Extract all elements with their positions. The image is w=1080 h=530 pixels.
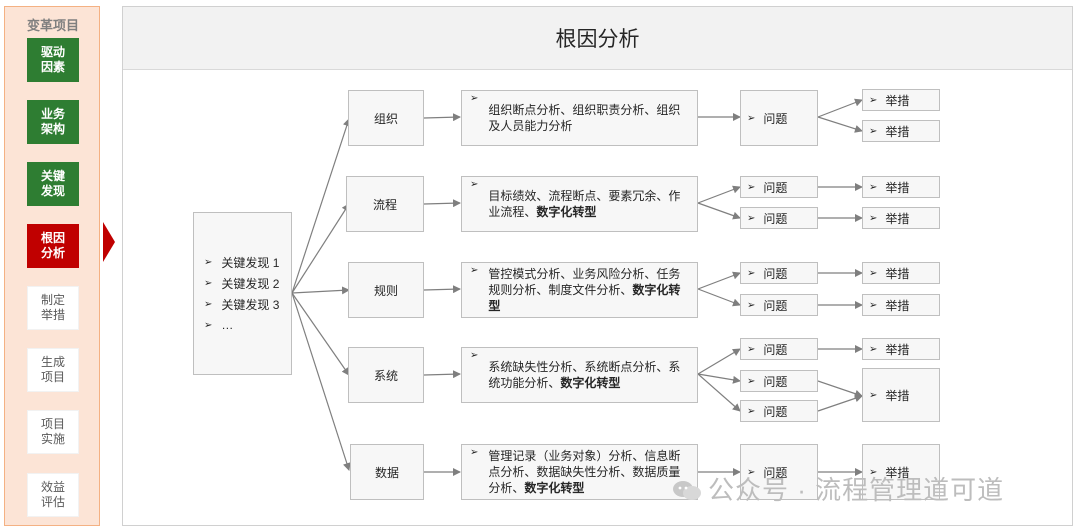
stage-root-cause-analysis[interactable]: 根因 分析: [27, 224, 79, 268]
issue-box: ➢问题: [740, 370, 818, 392]
stage-define-measures[interactable]: 制定 举措: [27, 286, 79, 330]
issue-box: ➢问题: [740, 444, 818, 500]
measure-box: ➢举措: [862, 368, 940, 422]
wechat-icon: [673, 481, 701, 500]
measure-box: ➢举措: [862, 89, 940, 111]
stage-drivers[interactable]: 驱动 因素: [27, 38, 79, 82]
finding-item: ➢关键发现 1: [204, 255, 280, 270]
measure-box: ➢举措: [862, 294, 940, 316]
measure-box: ➢举措: [862, 176, 940, 198]
issue-box: ➢问题: [740, 338, 818, 360]
issue-box: ➢问题: [740, 207, 818, 229]
current-stage-pointer-icon: [103, 222, 115, 262]
measure-box: ➢举措: [862, 444, 940, 500]
sidebar-title: 变革项目: [26, 18, 79, 33]
desc-system: ➢系统缺失性分析、系统断点分析、系统功能分析、数字化转型: [461, 347, 698, 403]
watermark: 公众号 · 流程管理道可道: [672, 470, 1004, 507]
desc-data: ➢管理记录（业务对象）分析、信息断点分析、数据缺失性分析、数据质量分析、数字化转…: [461, 444, 698, 500]
panel-title: 根因分析: [123, 7, 1072, 70]
dimension-system: 系统: [348, 347, 424, 403]
dimension-rules: 规则: [348, 262, 424, 318]
stage-key-findings[interactable]: 关键 发现: [27, 162, 79, 206]
project-stage-sidebar: 变革项目 驱动 因素 业务 架构 关键 发现 根因 分析 制定 举措 生成 项目…: [4, 6, 100, 526]
issue-box: ➢问题: [740, 90, 818, 146]
measure-box: ➢举措: [862, 207, 940, 229]
stage-business-architecture[interactable]: 业务 架构: [27, 100, 79, 144]
key-findings-box: ➢关键发现 1 ➢关键发现 2 ➢关键发现 3 ➢…: [193, 212, 292, 375]
finding-item: ➢关键发现 2: [204, 276, 280, 291]
stage-benefit-evaluation[interactable]: 效益 评估: [27, 473, 79, 517]
issue-box: ➢问题: [740, 400, 818, 422]
issue-box: ➢问题: [740, 294, 818, 316]
finding-item: ➢关键发现 3: [204, 297, 280, 312]
stage-generate-projects[interactable]: 生成 项目: [27, 348, 79, 392]
desc-rules: ➢管控模式分析、业务风险分析、任务规则分析、制度文件分析、数字化转型: [461, 262, 698, 318]
desc-process: ➢目标绩效、流程断点、要素冗余、作业流程、数字化转型: [461, 176, 698, 232]
key-findings-list: ➢关键发现 1 ➢关键发现 2 ➢关键发现 3 ➢…: [204, 252, 279, 336]
desc-organization: ➢组织断点分析、组织职责分析、组织及人员能力分析: [461, 90, 698, 146]
watermark-text: 公众号 · 流程管理道可道: [708, 475, 1005, 505]
stage-project-implementation[interactable]: 项目 实施: [27, 410, 79, 454]
measure-box: ➢举措: [862, 120, 940, 142]
measure-box: ➢举措: [862, 262, 940, 284]
finding-item: ➢…: [204, 318, 234, 332]
dimension-process: 流程: [346, 176, 424, 232]
issue-box: ➢问题: [740, 262, 818, 284]
dimension-data: 数据: [350, 444, 424, 500]
measure-box: ➢举措: [862, 338, 940, 360]
dimension-organization: 组织: [348, 90, 424, 146]
issue-box: ➢问题: [740, 176, 818, 198]
